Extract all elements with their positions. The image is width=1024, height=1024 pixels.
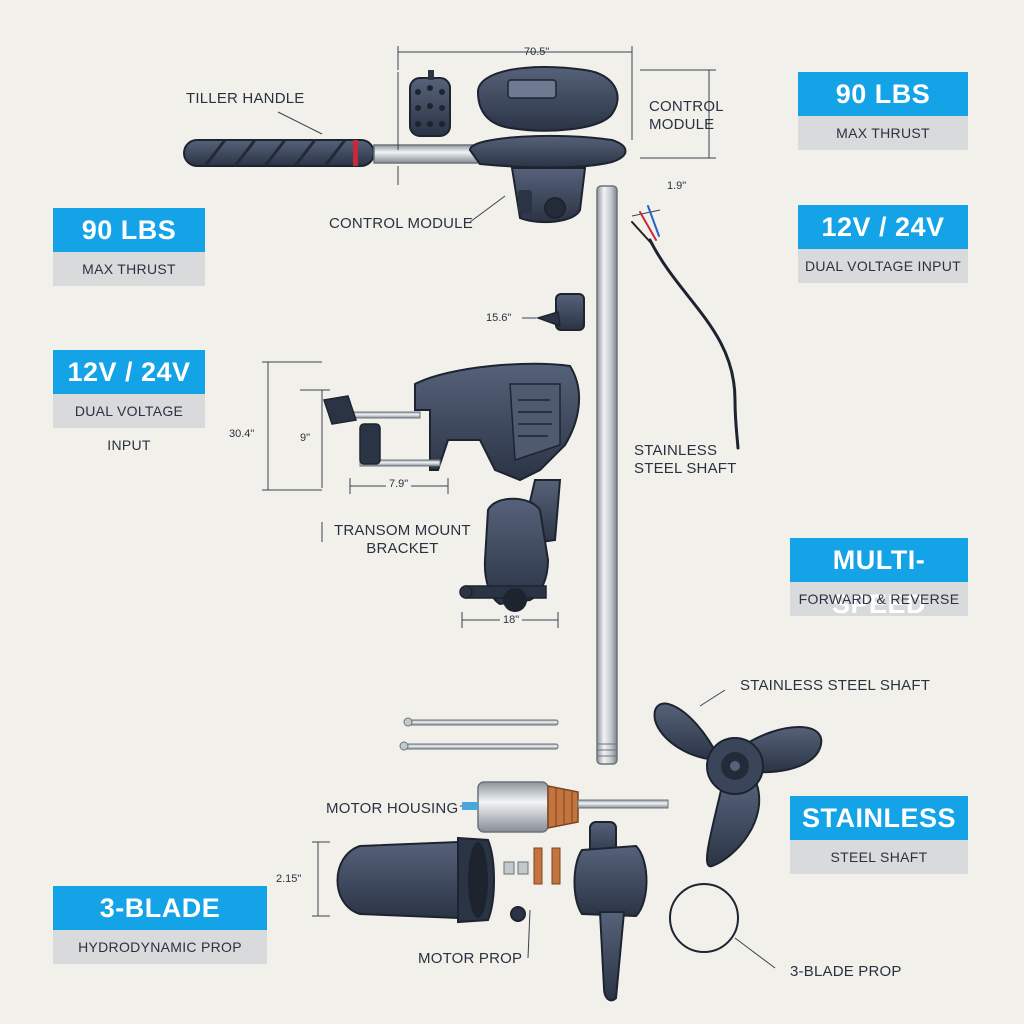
power-cable-part (631, 205, 740, 450)
badge-three-blade-left: 3-BLADE HYDRODYNAMIC PROP (53, 886, 267, 964)
badge-caption: STEEL SHAFT (790, 840, 968, 874)
badge-value: 3-BLADE (53, 886, 267, 930)
badge-stainless-right: STAINLESS STEEL SHAFT (790, 796, 968, 874)
label-transom-mount-bracket: TRANSOM MOUNT BRACKET (334, 522, 471, 557)
swivel-clamp-part (459, 497, 550, 612)
stainless-shaft-part (596, 185, 618, 765)
tie-rods-part (399, 717, 559, 751)
clamp-knob-part (522, 293, 585, 331)
dim-bracket-height: 30.4" (229, 428, 255, 440)
badge-voltage-left: 12V / 24V DUAL VOLTAGE INPUT (53, 350, 205, 453)
badge-caption: HYDRODYNAMIC PROP (53, 930, 267, 964)
motor-armature-part (462, 781, 669, 833)
badge-multi-speed-right: MULTI-SPEED FORWARD & REVERSE (790, 538, 968, 619)
label-stainless-shaft-mid: STAINLESS STEEL SHAFT (634, 442, 737, 477)
dimension-line-width (397, 46, 716, 185)
label-stainless-shaft-prop: STAINLESS STEEL SHAFT (740, 677, 931, 694)
badge-value: MULTI-SPEED (790, 538, 968, 619)
prop-outline-circle (669, 883, 739, 953)
label-motor-prop: MOTOR PROP (418, 950, 523, 967)
lower-unit-part (573, 821, 648, 1002)
badge-caption: FORWARD & REVERSE (790, 582, 968, 616)
dim-bracket-width: 7.9" (386, 478, 412, 490)
badge-caption: DUAL VOLTAGE INPUT (53, 394, 205, 453)
dim-cable: 1.9" (667, 180, 687, 192)
badge-max-thrust-left: 90 LBS MAX THRUST (53, 208, 205, 286)
dim-bracket-inner: 9" (300, 432, 311, 444)
badge-value: 12V / 24V (798, 205, 968, 249)
control-module-cover-part (476, 65, 619, 132)
dim-knob: 15.6" (486, 312, 512, 324)
small-hardware-part (503, 847, 561, 922)
badge-value: 90 LBS (53, 208, 205, 252)
label-control-module-top: CONTROL MODULE (649, 98, 724, 133)
transom-mount-bracket-part (323, 362, 581, 547)
label-tiller-handle: TILLER HANDLE (186, 90, 305, 107)
badge-value: 12V / 24V (53, 350, 205, 394)
motor-housing-part (336, 836, 495, 924)
label-control-module: CONTROL MODULE (329, 215, 473, 232)
badge-max-thrust-right: 90 LBS MAX THRUST (798, 72, 968, 150)
badge-voltage-right: 12V / 24V DUAL VOLTAGE INPUT (798, 205, 968, 283)
control-module-body-part (468, 134, 627, 224)
dim-housing: 2.15" (276, 873, 302, 885)
dim-clamp-base: 18" (500, 614, 523, 626)
badge-value: 90 LBS (798, 72, 968, 116)
badge-caption: MAX THRUST (53, 252, 205, 286)
label-three-blade-prop: 3-BLADE PROP (790, 963, 902, 980)
badge-caption: DUAL VOLTAGE INPUT (798, 249, 968, 283)
label-motor-housing: MOTOR HOUSING (326, 800, 459, 817)
three-blade-prop-part (653, 702, 823, 868)
housing-dimension-lines (312, 841, 330, 917)
badge-value: STAINLESS (790, 796, 968, 840)
badge-caption: MAX THRUST (798, 116, 968, 150)
dim-width-top: 70.5" (524, 46, 550, 58)
throttle-grip-part (409, 70, 451, 137)
leader-lines (277, 111, 776, 969)
